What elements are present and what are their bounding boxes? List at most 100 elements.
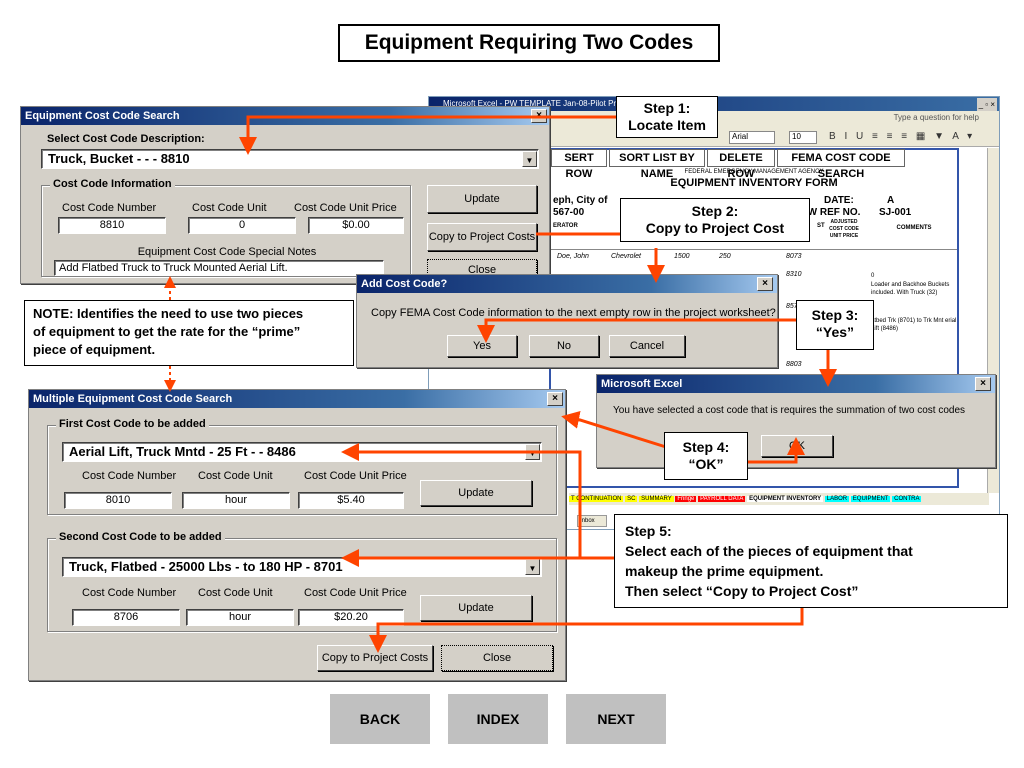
tab-equipment-inventory[interactable]: EQUIPMENT INVENTORY bbox=[747, 496, 824, 502]
row1-hp: 250 bbox=[719, 253, 731, 260]
close-icon[interactable]: × bbox=[975, 377, 991, 391]
step5-line4: Then select “Copy to Project Cost” bbox=[625, 583, 859, 599]
col-adjusted: ADJUSTED COST CODE UNIT PRICE bbox=[829, 219, 859, 239]
copy-to-project-costs-button[interactable]: Copy to Project Costs bbox=[427, 223, 537, 251]
step5-line1: Step 5: bbox=[625, 523, 672, 539]
index-button[interactable]: INDEX bbox=[448, 694, 548, 744]
cancel-button[interactable]: Cancel bbox=[609, 335, 685, 357]
second-col-unit-label: Cost Code Unit bbox=[198, 587, 273, 599]
step2-callout: Step 2: Copy to Project Cost bbox=[620, 198, 810, 242]
step5-callout: Step 5: Select each of the pieces of equ… bbox=[614, 514, 1008, 608]
tab-continuation[interactable]: T CONTINUATION bbox=[569, 496, 624, 502]
excel-window-controls[interactable]: _ ▫ × bbox=[976, 98, 997, 111]
step4-callout: Step 4: “OK” bbox=[664, 432, 748, 480]
comment2: atbed Trk (8701) to Trk Mnt erial Lift (… bbox=[871, 318, 957, 332]
step3-line1: Step 3: bbox=[811, 307, 859, 323]
next-button[interactable]: NEXT bbox=[566, 694, 666, 744]
step3-callout: Step 3: “Yes” bbox=[796, 300, 874, 350]
col-number-label: Cost Code Number bbox=[62, 202, 157, 214]
col-operator: ERATOR bbox=[553, 223, 578, 229]
close-icon[interactable]: × bbox=[547, 392, 563, 406]
col-st: ST bbox=[817, 223, 825, 229]
step1-line2: Locate Item bbox=[628, 117, 706, 133]
comment-zero: 0 bbox=[871, 273, 875, 279]
tab-contract[interactable]: CONTRA bbox=[892, 496, 922, 502]
back-button[interactable]: BACK bbox=[330, 694, 430, 744]
note-callout: NOTE: Identifies the need to use two pie… bbox=[24, 300, 354, 366]
date-label: DATE: bbox=[824, 195, 854, 206]
row1-operator: Doe, John bbox=[557, 253, 589, 260]
first-unit-field[interactable]: hour bbox=[182, 492, 290, 509]
tab-fringe[interactable]: Fringe bbox=[675, 496, 697, 502]
code-row3: 8571 bbox=[786, 303, 802, 310]
second-code-select[interactable]: Truck, Flatbed - 25000 Lbs - to 180 HP -… bbox=[62, 557, 542, 577]
fema-cost-code-search-button[interactable]: FEMA COST CODE SEARCH bbox=[777, 149, 905, 180]
comment1: Loader and Backhoe Buckets included. Wit… bbox=[871, 282, 950, 296]
row1-code: 8073 bbox=[786, 253, 802, 260]
arrow-step5-copy bbox=[369, 608, 804, 653]
first-price-field[interactable]: $5.40 bbox=[298, 492, 404, 509]
tab-payroll[interactable]: PAYROLL DATA bbox=[698, 496, 746, 502]
cost-code-number-field[interactable]: 8810 bbox=[58, 217, 166, 234]
insert-row-button[interactable]: SERT ROW bbox=[551, 149, 607, 180]
second-col-price-label: Cost Code Unit Price bbox=[304, 587, 407, 599]
note-line1: NOTE: Identifies the need to use two pie… bbox=[33, 306, 304, 321]
second-code-label: Second Cost Code to be added bbox=[56, 531, 225, 543]
code-row4: 8803 bbox=[786, 361, 802, 368]
multi-copy-button[interactable]: Copy to Project Costs bbox=[317, 645, 433, 671]
first-number-field[interactable]: 8010 bbox=[64, 492, 172, 509]
col-unit-label: Cost Code Unit bbox=[192, 202, 267, 214]
chevron-down-icon[interactable]: ▼ bbox=[522, 151, 537, 167]
step4-line2: “OK” bbox=[688, 456, 724, 472]
col-price-label: Cost Code Unit Price bbox=[294, 202, 397, 214]
note-line2: of equipment to get the rate for the “pr… bbox=[33, 324, 301, 339]
cost-code-select[interactable]: Truck, Bucket - - - 8810 ▼ bbox=[41, 149, 539, 169]
update-button[interactable]: Update bbox=[427, 185, 537, 213]
first-code-select[interactable]: Aerial Lift, Truck Mntd - 25 Ft - - 8486… bbox=[62, 442, 542, 462]
notes-field[interactable]: Add Flatbed Truck to Truck Mounted Aeria… bbox=[54, 260, 384, 276]
cost-code-info-label: Cost Code Information bbox=[50, 178, 175, 190]
col-comments: COMMENTS bbox=[896, 225, 932, 231]
first-update-button[interactable]: Update bbox=[420, 480, 532, 506]
second-code-select-value: Truck, Flatbed - 25000 Lbs - to 180 HP -… bbox=[69, 559, 343, 574]
step1-callout: Step 1: Locate Item bbox=[616, 96, 718, 138]
multi-window-titlebar: Multiple Equipment Cost Code Search × bbox=[29, 390, 565, 408]
tab-labor[interactable]: LABOR bbox=[824, 496, 850, 502]
excel-font-name[interactable]: Arial bbox=[729, 131, 775, 144]
cost-code-unit-field[interactable]: 0 bbox=[188, 217, 296, 234]
arrow-step5-first bbox=[341, 443, 614, 560]
second-price-field[interactable]: $20.20 bbox=[298, 609, 404, 626]
excel-dialog-titlebar: Microsoft Excel × bbox=[597, 375, 995, 393]
tab-summary[interactable]: SUMMARY bbox=[639, 496, 674, 502]
first-col-number-label: Cost Code Number bbox=[82, 470, 177, 482]
second-number-field[interactable]: 8706 bbox=[72, 609, 180, 626]
second-update-button[interactable]: Update bbox=[420, 595, 532, 621]
step4-line1: Step 4: bbox=[682, 439, 730, 455]
first-col-price-label: Cost Code Unit Price bbox=[304, 470, 407, 482]
notes-label: Equipment Cost Code Special Notes bbox=[137, 246, 317, 258]
first-code-select-value: Aerial Lift, Truck Mntd - 25 Ft - - 8486 bbox=[69, 444, 296, 459]
cost-code-info-group: Cost Code Information Cost Code Number C… bbox=[41, 178, 411, 277]
tab-sc[interactable]: SC bbox=[625, 496, 638, 502]
step1-line1: Step 1: bbox=[643, 100, 691, 116]
add-dialog-message: Copy FEMA Cost Code information to the n… bbox=[371, 307, 776, 319]
arrow-step4-right bbox=[748, 437, 805, 464]
pw-ref-value: SJ-001 bbox=[879, 207, 912, 218]
multi-close-button[interactable]: Close bbox=[441, 645, 553, 671]
close-icon[interactable]: × bbox=[757, 277, 773, 291]
excel-help-box[interactable]: Type a question for help bbox=[893, 113, 979, 122]
tab-equipment[interactable]: EQUIPMENT bbox=[850, 496, 891, 502]
cost-code-price-field[interactable]: $0.00 bbox=[308, 217, 404, 234]
sort-list-button[interactable]: SORT LIST BY NAME bbox=[609, 149, 705, 180]
excel-font-size[interactable]: 10 bbox=[789, 131, 817, 144]
code-row2: 8310 bbox=[786, 271, 802, 278]
first-col-unit-label: Cost Code Unit bbox=[198, 470, 273, 482]
taskbar-inbox[interactable]: Inbox bbox=[577, 515, 607, 527]
delete-row-button[interactable]: DELETE ROW bbox=[707, 149, 775, 180]
agency-label: FEDERAL EMERGENCY MANAGEMENT AGENCY bbox=[684, 169, 824, 175]
excel-format-icons[interactable]: B I U ≡ ≡ ≡ ▦ ▼ A ▾ bbox=[829, 131, 976, 142]
yes-button[interactable]: Yes bbox=[447, 335, 517, 357]
applicant-number: 567-00 bbox=[553, 207, 585, 218]
second-unit-field[interactable]: hour bbox=[186, 609, 294, 626]
no-button[interactable]: No bbox=[529, 335, 599, 357]
